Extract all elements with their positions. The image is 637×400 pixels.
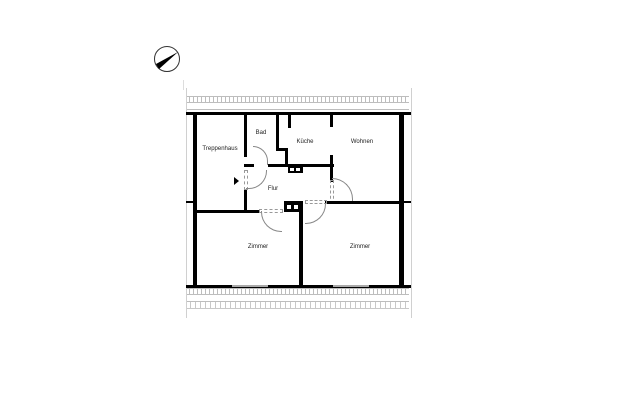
wall-stub-left [186, 201, 194, 203]
wall-stub-right [403, 201, 411, 203]
north-arrow-icon [154, 46, 180, 72]
eave-left [186, 88, 187, 318]
room-label-kueche: Küche [296, 139, 314, 145]
window-zimmer1 [232, 285, 268, 287]
door-swing-treppenhaus [246, 170, 267, 189]
roof-hatch-top [186, 96, 409, 110]
wall-bad-kueche-step [276, 148, 286, 151]
door-swing-bad [253, 146, 268, 165]
wall-zimmer-divider [299, 201, 303, 288]
wall-zimmer2-top [325, 201, 403, 204]
wall-top [186, 112, 411, 115]
door-swing-wohnen [332, 178, 353, 201]
wall-right [399, 112, 404, 288]
roof-hatch-bottom [186, 288, 409, 302]
door-swing-zimmer1 [261, 211, 282, 232]
room-label-wohnen: Wohnen [350, 139, 374, 145]
wall-left [193, 112, 197, 288]
shaft-flur [284, 201, 302, 212]
wall-bad-bottom [244, 164, 254, 167]
door-swing-zimmer2 [305, 203, 326, 224]
wall-kueche-wohnen-mid [330, 155, 333, 182]
room-label-zimmer-2: Zimmer [349, 244, 371, 250]
roof-hatch-bottom-2 [186, 302, 409, 309]
wall-kueche-bottom [286, 164, 334, 167]
room-label-zimmer-1: Zimmer [247, 244, 269, 250]
wall-treppenhaus-right-lower [244, 190, 247, 212]
wall-treppenhaus-right [244, 112, 247, 157]
compass-tick [183, 80, 184, 90]
wall-bad-kueche [276, 112, 279, 150]
compass [153, 45, 181, 73]
entrance-arrow-icon [234, 177, 239, 185]
wall-bad-kueche-lower [285, 148, 288, 167]
wall-zimmer1-top-2 [244, 210, 259, 213]
wall-bottom [186, 285, 411, 288]
window-zimmer2 [333, 285, 369, 287]
wall-kueche-wohnen-top [330, 112, 333, 127]
wall-kueche-stub [288, 112, 291, 128]
room-label-flur: Flur [267, 186, 279, 192]
shaft-kueche [288, 166, 303, 173]
wall-bad-bottom-2 [268, 164, 288, 167]
eave-right [411, 88, 412, 318]
room-label-treppenhaus: Treppenhaus [202, 146, 238, 152]
room-label-bad: Bad [255, 130, 267, 136]
wall-zimmer1-top [193, 210, 245, 213]
